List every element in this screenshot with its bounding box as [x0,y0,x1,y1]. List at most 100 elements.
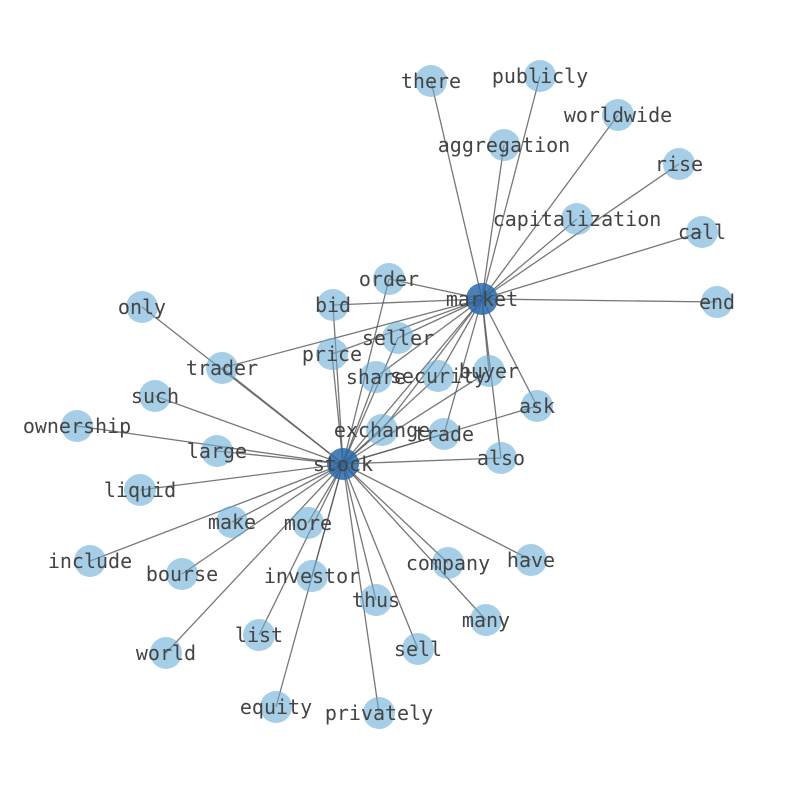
node-label-order: order [359,267,419,291]
edge-stock-trader [221,367,344,465]
node-company [432,547,464,579]
node-aggregation [488,129,520,161]
node-label-world: world [136,641,196,665]
node-order [373,263,405,295]
edge-stock-buyer [342,370,490,465]
node-label-thus: thus [352,588,400,612]
edge-stock-include [89,463,344,562]
node-label-make: make [208,510,256,534]
node-label-share: share [346,365,406,389]
edge-market-share [375,298,483,378]
node-label-ownership: ownership [23,414,131,438]
node-also [485,442,517,474]
edge-stock-seller [342,337,399,465]
edge-market-end [481,298,718,303]
node-publicly [524,60,556,92]
node-label-exchange: exchange [334,418,430,442]
edge-stock-price [331,353,344,465]
node-label-only: only [118,295,166,319]
edge-stock-such [154,395,344,465]
node-market [466,283,498,315]
node-security [422,360,454,392]
node-label-call: call [678,220,726,244]
edge-stock-bourse [181,463,344,575]
node-label-rise: rise [655,152,703,176]
node-worldwide [602,99,634,131]
node-label-bid: bid [315,293,351,317]
edge-stock-large [216,450,344,465]
node-label-buyer: buyer [459,359,519,383]
node-only [126,291,158,323]
node-price [316,338,348,370]
node-label-market: market [446,287,518,311]
node-make [216,506,248,538]
edge-stock-bid [332,304,344,465]
node-bourse [166,558,198,590]
edge-stock-sell [342,463,419,650]
node-large [201,435,233,467]
node-label-list: list [235,623,283,647]
node-many [470,604,502,636]
edge-market-ask [481,298,538,407]
node-label-bourse: bourse [146,562,218,586]
node-call [686,216,718,248]
node-label-have: have [507,548,555,572]
node-share [360,361,392,393]
node-label-such: such [131,384,179,408]
node-include [74,545,106,577]
node-label-aggregation: aggregation [438,133,570,157]
edge-stock-liquid [139,463,344,491]
node-more [292,507,324,539]
node-bid [317,289,349,321]
node-label-publicly: publicly [492,64,588,88]
edge-stock-company [342,463,449,564]
node-label-investor: investor [264,564,360,588]
node-capitalization [561,203,593,235]
node-sell [402,633,434,665]
node-trade [428,418,460,450]
node-privately [363,697,395,729]
node-label-worldwide: worldwide [564,103,672,127]
node-label-security: security [390,364,486,388]
edge-market-trader [221,298,483,369]
node-stock [327,448,359,480]
edge-stock-list [258,463,344,636]
node-label-ask: ask [519,394,555,418]
node-have [515,544,547,576]
node-seller [382,322,414,354]
edge-market-bid [332,298,483,306]
node-label-liquid: liquid [104,478,176,502]
node-ownership [61,410,93,442]
edge-market-worldwide [481,114,619,300]
edge-stock-many [342,463,487,621]
node-label-equity: equity [240,695,312,719]
node-label-stock: stock [313,452,373,476]
edge-market-trade [443,298,483,435]
edge-stock-world [165,463,344,654]
edge-stock-make [231,463,344,523]
node-world [150,637,182,669]
node-investor [296,560,328,592]
label-layer: stock market there publicly worldwide aggrega… [23,64,735,725]
node-label-also: also [477,446,525,470]
node-label-price: price [302,342,362,366]
edge-market-aggregation [481,144,505,300]
node-label-privately: privately [325,701,433,725]
node-label-sell: sell [394,637,442,661]
node-label-include: include [48,549,132,573]
node-trader [206,352,238,384]
node-label-seller: seller [362,326,434,350]
edge-stock-thus [342,463,377,601]
node-label-there: there [401,69,461,93]
node-label-trader: trader [186,356,258,380]
edge-stock-trade [342,433,445,465]
node-such [139,380,171,412]
node-exchange [366,414,398,446]
node-liquid [124,474,156,506]
edge-market-call [481,231,703,300]
node-rise [663,148,695,180]
edge-market-stock [342,298,483,465]
edge-stock-also [342,457,502,465]
node-end [701,286,733,318]
